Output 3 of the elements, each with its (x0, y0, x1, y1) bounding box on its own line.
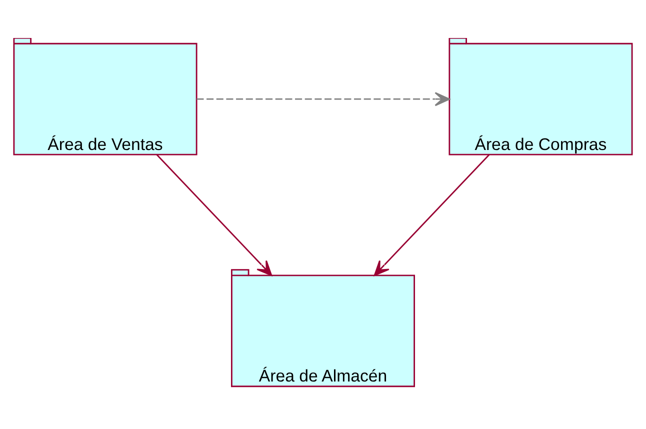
arrow (196, 92, 450, 106)
arrow (374, 154, 490, 276)
arrow (156, 154, 272, 276)
